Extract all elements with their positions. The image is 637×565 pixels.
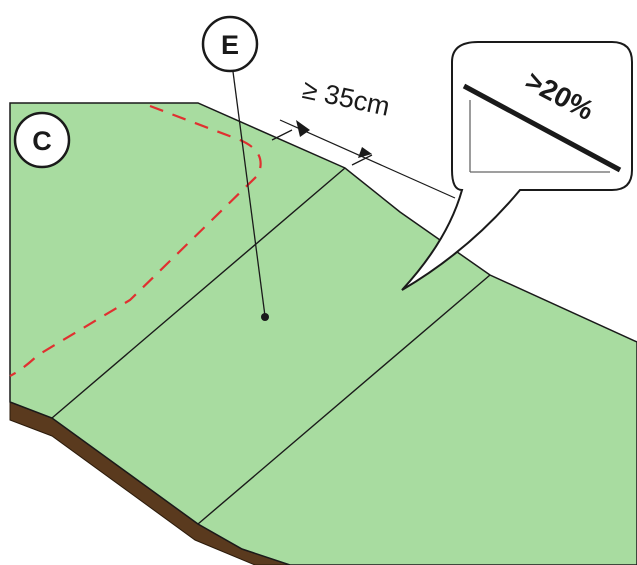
slope-bubble	[401, 41, 633, 291]
panel-badge	[13, 111, 71, 169]
strip-line-upper	[51, 167, 346, 419]
panel-label: C	[32, 126, 52, 156]
dimension-line	[279, 119, 456, 199]
dimension-arrow-right	[358, 147, 372, 158]
zone-pointer-dot	[261, 313, 269, 321]
strip-line-lower	[197, 274, 491, 525]
zone-badge	[201, 15, 259, 73]
dashed-boundary	[9, 104, 262, 377]
slope-line	[462, 83, 622, 173]
dimension-arrow-left	[296, 120, 310, 137]
dimension-tick-left	[271, 129, 293, 141]
zone-label: E	[221, 30, 239, 60]
zone-pointer-line	[231, 63, 266, 317]
dimension-tick-right	[351, 154, 373, 166]
distance-label: ≥ 35cm	[300, 74, 393, 122]
